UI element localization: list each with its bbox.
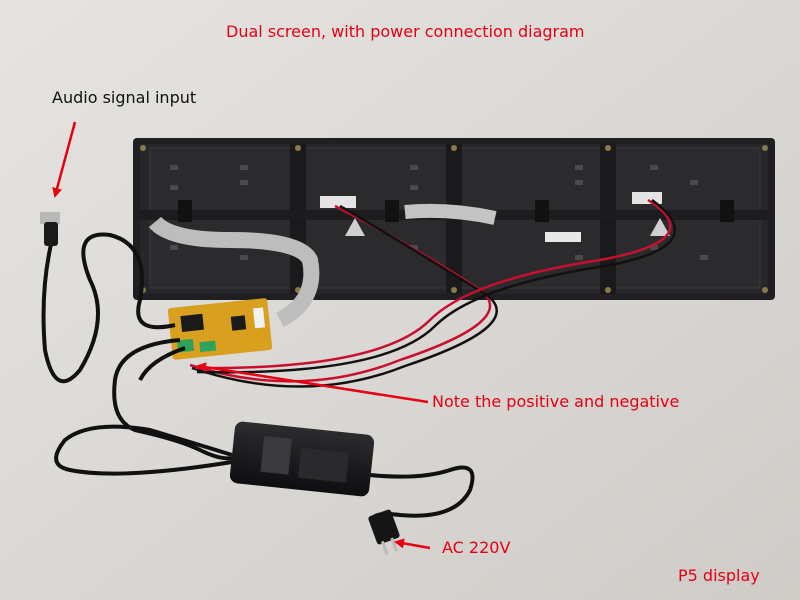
annotation-arrows [52, 121, 431, 550]
ribbon-cable-top [404, 203, 497, 225]
caption-ac-voltage: AC 220V [442, 538, 511, 557]
audio-cable [41, 232, 176, 384]
arrow-audio-input [52, 121, 77, 198]
arrow-polarity [196, 362, 429, 404]
caption-audio-input: Audio signal input [52, 88, 197, 107]
ribbon-cable-controller [148, 216, 320, 328]
audio-jack [40, 212, 60, 246]
power-supply-adapter [229, 421, 375, 497]
dc-power-cable [112, 338, 233, 461]
arrow-ac-plug [394, 538, 431, 550]
caption-display-type: P5 display [678, 566, 760, 585]
power-wires [189, 198, 677, 388]
caption-title: Dual screen, with power connection diagr… [226, 22, 585, 41]
caption-polarity-note: Note the positive and negative [432, 392, 680, 411]
controller-board [167, 298, 273, 360]
